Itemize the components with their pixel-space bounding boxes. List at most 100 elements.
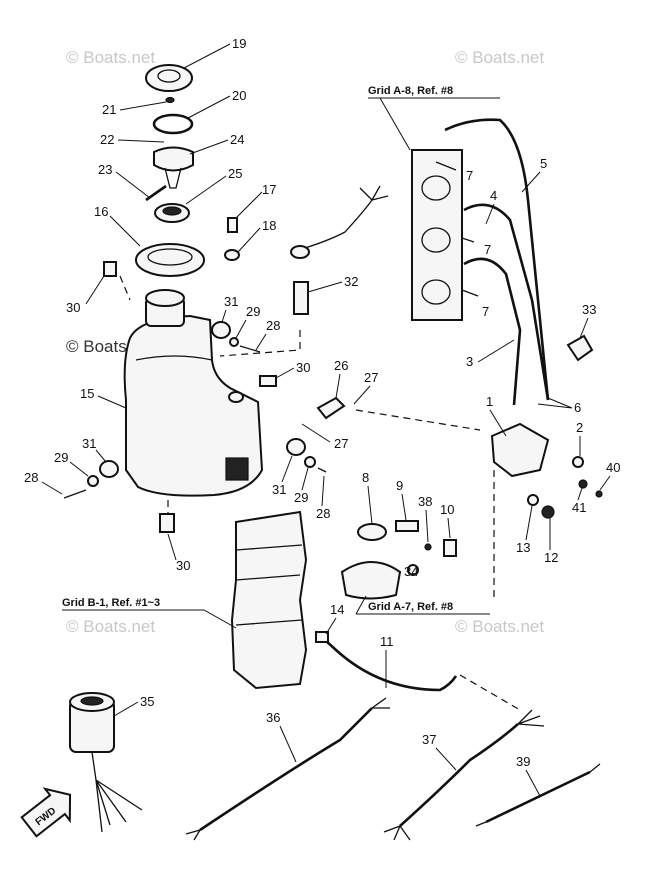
callout-leader	[485, 203, 495, 225]
part-23-pin	[145, 184, 167, 202]
grid-ref-label: Grid A-8, Ref. #8	[368, 85, 453, 97]
callout-leader	[115, 171, 151, 199]
part-38-clip	[424, 543, 432, 551]
callout-number: 31	[82, 436, 96, 451]
callout-leader	[279, 725, 297, 763]
callout-leader	[281, 455, 293, 483]
part-28-bolt	[239, 345, 261, 353]
callout-leader	[477, 339, 515, 363]
part-29-washer	[229, 337, 239, 347]
part-28-bolt-right	[317, 467, 327, 473]
callout-number: 3	[466, 354, 473, 369]
part-11-harness	[315, 631, 458, 692]
callout-number: 29	[246, 304, 260, 319]
part-14-connector	[315, 631, 329, 643]
callout-leader	[577, 487, 583, 501]
tank-fitting	[228, 391, 244, 403]
callout-number: 2	[576, 420, 583, 435]
oil-pump-parts	[340, 334, 603, 600]
callout-number: 28	[24, 470, 38, 485]
callout-number: 19	[232, 36, 246, 51]
callout-number: 21	[102, 102, 116, 117]
callout-leader	[335, 373, 341, 399]
part-40-screw	[595, 490, 603, 498]
part-39-cable	[485, 770, 591, 824]
part-33-clamp	[566, 334, 594, 362]
part-19-cap-detail	[157, 69, 181, 83]
part-31-grommet-right	[286, 438, 306, 456]
callout-number: 10	[440, 502, 454, 517]
callout-number: 27	[364, 370, 378, 385]
callout-leader	[69, 461, 89, 477]
callout-number: 29	[294, 490, 308, 505]
callout-number: 22	[100, 132, 114, 147]
part-18-nut	[224, 249, 240, 261]
harness-36	[185, 697, 390, 841]
part-37-cable	[399, 723, 519, 827]
callout-number: 30	[66, 300, 80, 315]
part-29-washer-left	[87, 475, 99, 487]
callout-number: 16	[94, 204, 108, 219]
callout-leader	[167, 533, 177, 561]
callout-number: 28	[316, 506, 330, 521]
dash-line	[219, 330, 301, 357]
callout-number: 13	[516, 540, 530, 555]
part-39-ends	[475, 763, 601, 827]
part-36-cable	[199, 707, 373, 832]
callout-number: 30	[296, 360, 310, 375]
carburetor-hoses	[411, 118, 550, 406]
carb-port-3	[421, 279, 451, 305]
callout-number: 41	[572, 500, 586, 515]
harness-37	[383, 709, 545, 841]
callout-leader	[95, 449, 107, 463]
callout-leader	[537, 397, 573, 409]
dash-line	[119, 275, 131, 301]
part-2-fitting	[572, 456, 584, 468]
part-29-washer-right	[304, 456, 316, 468]
callout-leader	[367, 485, 373, 525]
callout-leader	[325, 617, 337, 635]
callout-number: 17	[262, 182, 276, 197]
callout-number: 33	[582, 302, 596, 317]
callout-leader	[235, 191, 263, 219]
part-1-pump	[490, 422, 550, 478]
callout-leader	[599, 475, 611, 491]
callout-leader	[237, 227, 261, 253]
part-31-grommet	[211, 321, 231, 339]
pump-housing	[340, 561, 402, 600]
part-3-hose	[463, 257, 522, 406]
part-30-bolt-upper	[103, 261, 117, 277]
callout-number: 8	[362, 470, 369, 485]
callout-leader	[489, 409, 507, 437]
sensor-head	[290, 245, 310, 259]
part-25-seal-hole	[162, 206, 182, 216]
callout-number: 30	[176, 558, 190, 573]
part-16-grommet-inner	[147, 248, 193, 266]
part-32-sensor	[293, 281, 309, 315]
watermark: © Boats.net	[455, 617, 544, 636]
callout-leader	[521, 171, 541, 193]
part-26-elbow	[316, 396, 346, 420]
callout-number: 31	[224, 294, 238, 309]
dash-line	[355, 409, 481, 431]
part-21-clip	[165, 96, 175, 104]
powerhead-outline	[230, 510, 308, 690]
carb-port-2	[421, 227, 451, 253]
callout-leader	[275, 367, 295, 379]
part-5-hose	[444, 118, 550, 401]
sensor-wire	[304, 199, 373, 249]
callout-number: 36	[266, 710, 280, 725]
callout-number: 29	[54, 450, 68, 465]
engine-block	[230, 510, 308, 690]
callout-number: 6	[574, 400, 581, 415]
callout-leader	[117, 139, 165, 143]
part-28-bolt-left	[63, 489, 87, 499]
grid-ref-leader	[368, 97, 500, 151]
callout-leader	[41, 481, 63, 495]
carb-port-1	[421, 175, 451, 201]
callout-number: 20	[232, 88, 246, 103]
part-34-screw	[407, 564, 419, 576]
callout-leader	[579, 317, 589, 339]
part-19-cap	[145, 64, 193, 92]
part-17-screw	[227, 217, 238, 233]
